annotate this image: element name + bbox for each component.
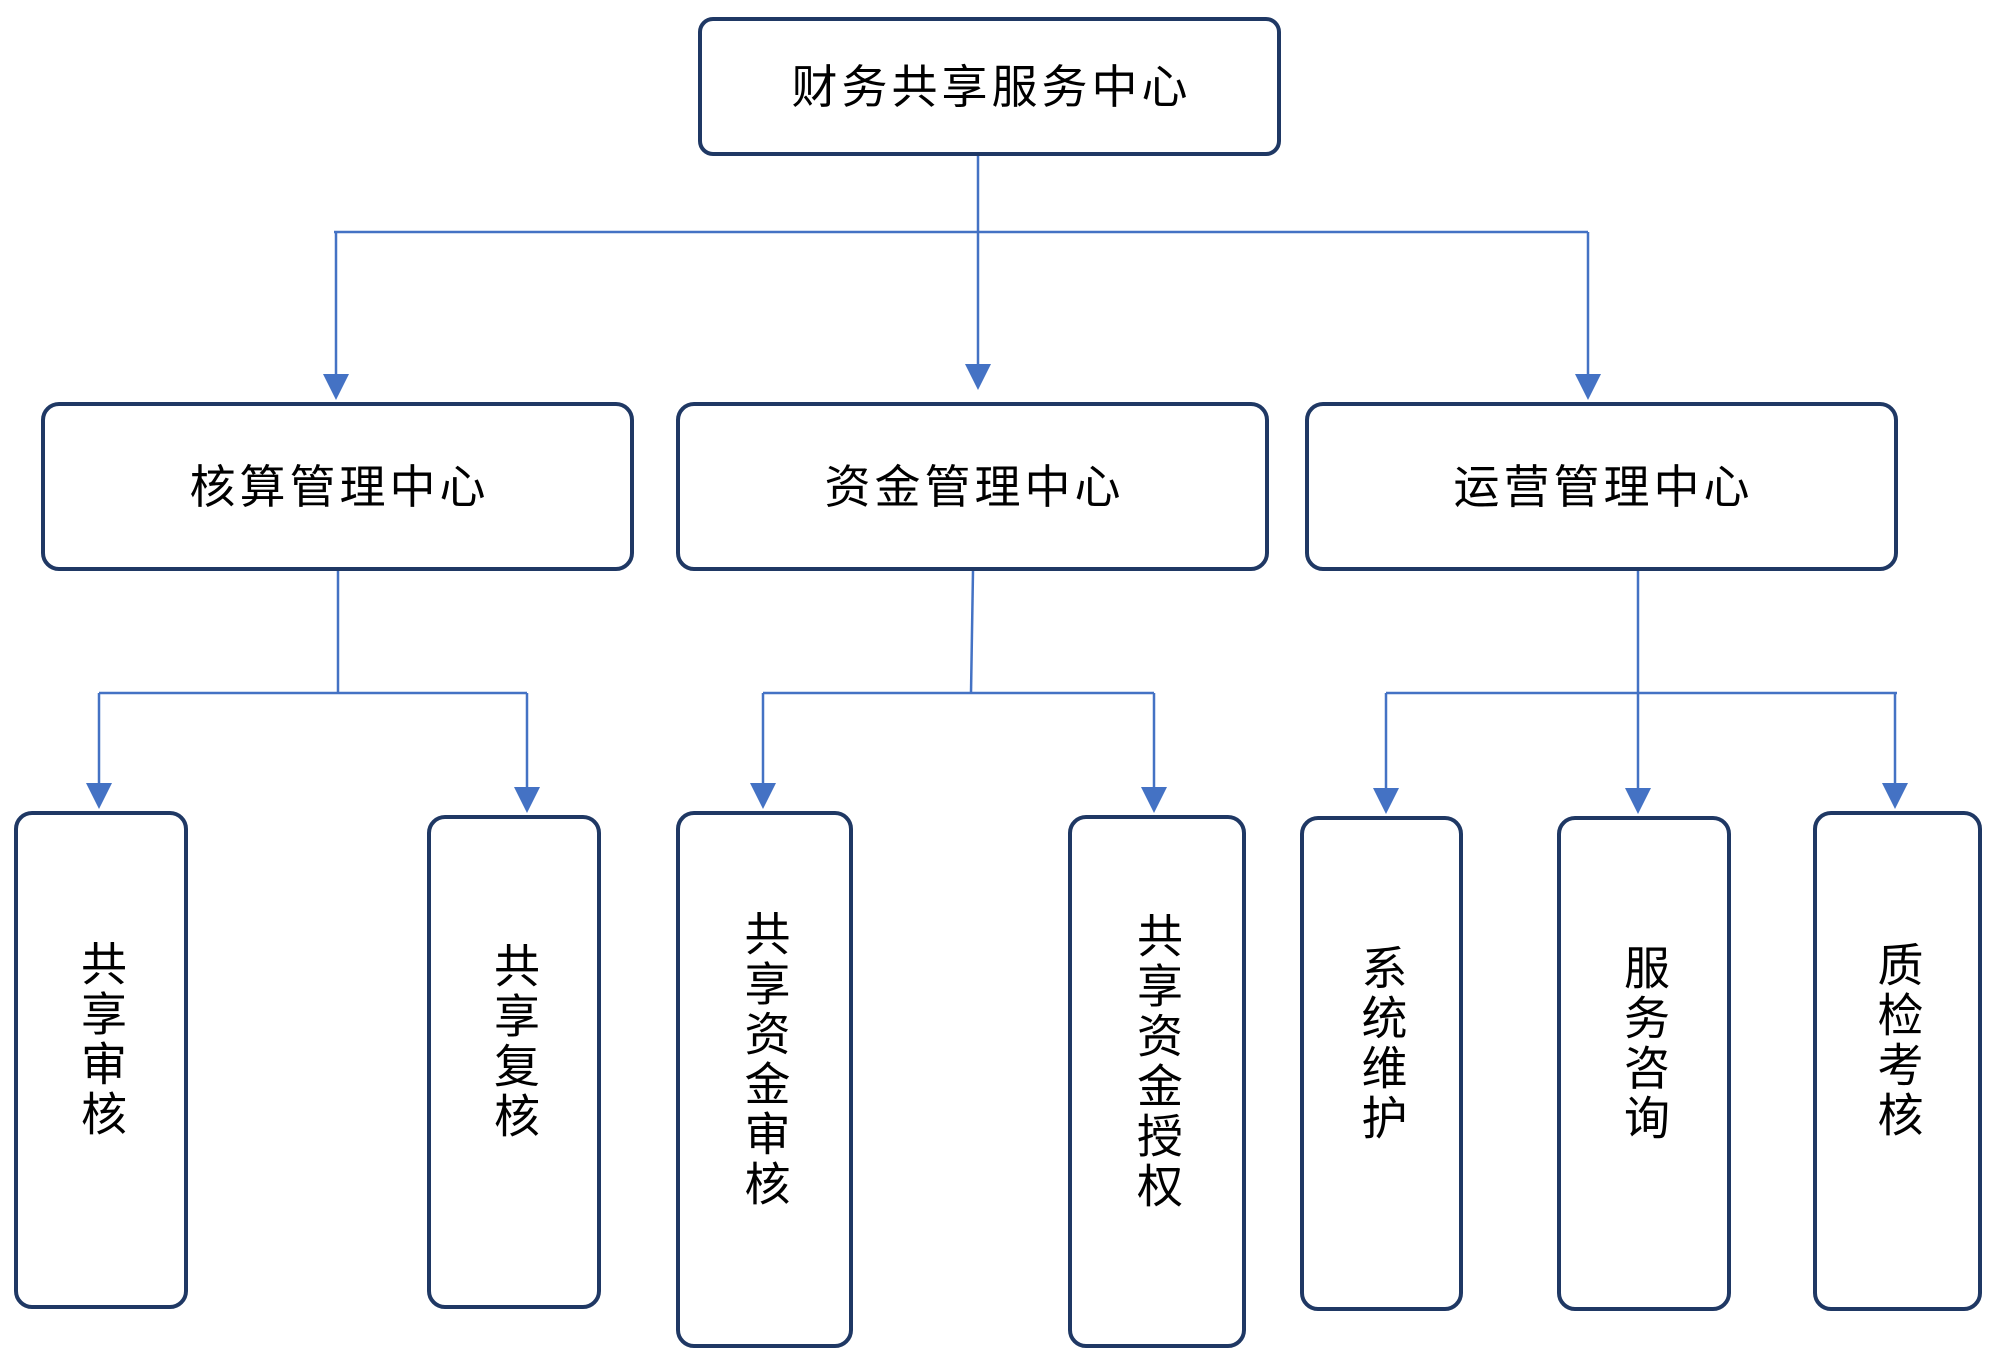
- root-node: 财务共享服务中心: [698, 17, 1281, 156]
- arrow-head-shared-audit: [86, 783, 112, 809]
- node-operations-center-label: 运营管理中心: [1453, 459, 1754, 514]
- root-node-label: 财务共享服务中心: [791, 59, 1192, 114]
- arrow-head-funds-center: [965, 364, 991, 390]
- node-shared-funds-authorization-label: 共享资金授权: [1130, 911, 1184, 1212]
- arrow-head-shared-funds-authorization: [1141, 787, 1167, 813]
- arrow-head-shared-review: [514, 787, 540, 813]
- node-quality-inspection: 质检考核: [1813, 811, 1982, 1311]
- arrow-head-system-maintenance: [1373, 788, 1399, 814]
- node-shared-funds-authorization: 共享资金授权: [1068, 815, 1246, 1348]
- node-shared-audit-label: 共享审核: [74, 940, 128, 1140]
- node-shared-review-label: 共享复核: [487, 942, 541, 1142]
- arrow-head-accounting-center: [323, 374, 349, 400]
- node-funds-center: 资金管理中心: [676, 402, 1269, 571]
- node-system-maintenance-label: 系统维护: [1354, 943, 1409, 1144]
- arrow-head-quality-inspection: [1882, 783, 1908, 809]
- node-service-consulting-label: 服务咨询: [1617, 943, 1671, 1144]
- node-system-maintenance: 系统维护: [1300, 816, 1463, 1311]
- node-service-consulting: 服务咨询: [1557, 816, 1731, 1311]
- node-shared-funds-audit: 共享资金审核: [676, 811, 853, 1348]
- node-accounting-center: 核算管理中心: [41, 402, 634, 571]
- node-shared-funds-audit-label: 共享资金审核: [737, 909, 792, 1210]
- node-quality-inspection-label: 质检考核: [1870, 941, 1925, 1141]
- arrow-head-operations-center: [1575, 374, 1601, 400]
- arrow-head-service-consulting: [1625, 788, 1651, 814]
- node-funds-center-label: 资金管理中心: [824, 459, 1125, 514]
- funds-stem-line: [969, 570, 975, 694]
- node-operations-center: 运营管理中心: [1305, 402, 1898, 571]
- node-shared-review: 共享复核: [427, 815, 601, 1309]
- node-accounting-center-label: 核算管理中心: [189, 459, 490, 514]
- node-shared-audit: 共享审核: [14, 811, 188, 1309]
- arrow-head-shared-funds-audit: [750, 783, 776, 809]
